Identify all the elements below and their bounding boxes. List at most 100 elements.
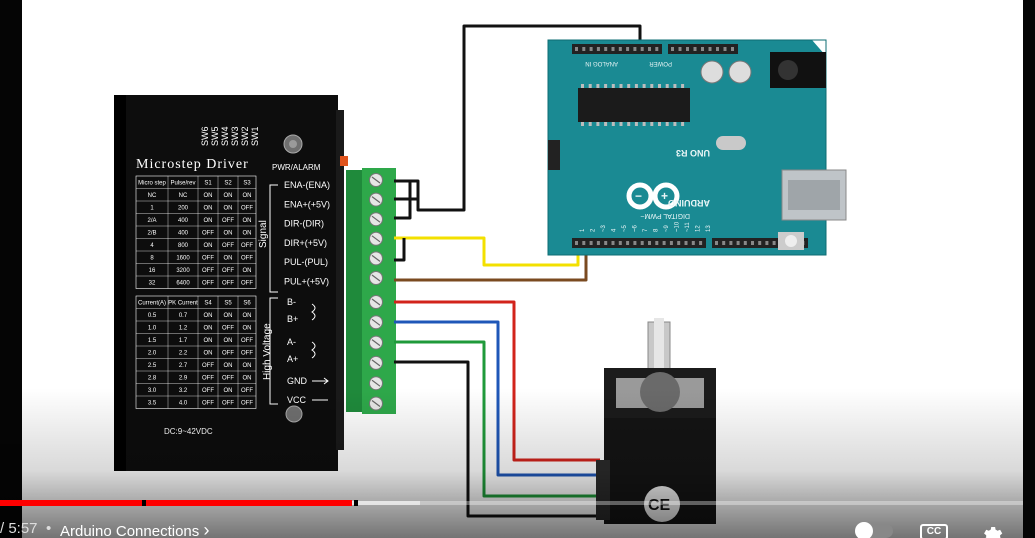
table-cell: 3200: [176, 268, 190, 274]
table-cell: 3.5: [148, 401, 157, 407]
table-cell: S6: [243, 301, 251, 307]
table-cell: 0.5: [148, 313, 157, 319]
wire-yellow-dir-plus: [394, 236, 580, 267]
table-cell: ON: [243, 193, 252, 199]
table-cell: ON: [204, 338, 213, 344]
table-cell: PK Current: [168, 301, 198, 307]
table-cell: ON: [243, 218, 252, 224]
table-cell: OFF: [202, 401, 214, 407]
toggle-knob: [855, 522, 873, 538]
table-cell: 8: [150, 256, 154, 262]
chapter-title-button[interactable]: Arduino Connections ›: [60, 520, 209, 538]
table-cell: 4.0: [179, 401, 188, 407]
switch-label: SW3: [230, 126, 240, 146]
signal-terminal-label: PUL-(PUL): [284, 257, 328, 267]
table-cell: OFF: [222, 243, 234, 249]
table-cell: ON: [224, 338, 233, 344]
table-cell: ON: [224, 256, 233, 262]
wire-black-pul: [394, 238, 406, 262]
driver-title: Microstep Driver: [136, 157, 249, 172]
signal-terminal-label: DIR-(DIR): [284, 219, 324, 229]
player-controls: / 5:57 • Arduino Connections › CC: [0, 518, 1035, 538]
pwr-alarm-label: PWR/ALARM: [272, 163, 321, 172]
microstep-driver: Microstep Driver SW6 SW5 SW4 SW3 SW2 SW1…: [114, 95, 348, 471]
table-cell: OFF: [241, 281, 253, 287]
table-cell: ON: [204, 351, 213, 357]
table-cell: S1: [204, 181, 212, 187]
table-cell: S3: [243, 181, 251, 187]
signal-terminal-label: DIR+(+5V): [284, 238, 327, 248]
digital-label: DIGITAL PWM~: [640, 212, 690, 219]
table-cell: 2.5: [148, 363, 157, 369]
pin-number-label: ~10: [675, 221, 681, 232]
table-cell: ON: [243, 231, 252, 237]
table-cell: OFF: [222, 268, 234, 274]
wire-blue-b-plus: [394, 320, 600, 477]
power-terminal-label: B+: [287, 314, 298, 324]
pin-number-label: 7: [643, 228, 649, 232]
table-cell: OFF: [241, 388, 253, 394]
wire-black-dir: [394, 199, 412, 220]
table-cell: OFF: [222, 351, 234, 357]
table-cell: OFF: [202, 376, 214, 382]
played-range: [0, 500, 352, 506]
table-cell: 6400: [176, 281, 190, 287]
table-cell: 2.8: [148, 376, 157, 382]
svg-text:−: −: [635, 189, 642, 203]
table-cell: S5: [224, 301, 232, 307]
table-cell: Pulse/rev: [170, 181, 195, 187]
chapter-title: Arduino Connections: [60, 523, 200, 538]
terminal-block-power: [346, 292, 396, 414]
power-terminal-label: A+: [287, 354, 298, 364]
power-terminal-label: A-: [287, 337, 296, 347]
table-cell: ON: [224, 206, 233, 212]
table-cell: OFF: [222, 376, 234, 382]
chapter-gap: [354, 500, 358, 506]
capacitor: [700, 60, 724, 84]
table-cell: 3.2: [179, 388, 188, 394]
table-cell: ON: [243, 363, 252, 369]
table-cell: ON: [224, 193, 233, 199]
signal-terminal-labels: ENA-(ENA)ENA+(+5V)DIR-(DIR)DIR+(+5V)PUL-…: [284, 180, 330, 287]
table-cell: 16: [149, 268, 156, 274]
table-cell: 4: [150, 243, 154, 249]
table-cell: S4: [204, 301, 212, 307]
terminal-block-signal: [346, 168, 396, 292]
subtitles-button[interactable]: CC: [920, 524, 948, 538]
table-cell: OFF: [222, 218, 234, 224]
table-cell: OFF: [202, 281, 214, 287]
table-cell: Current(A): [138, 301, 166, 307]
signal-label: Signal: [258, 220, 269, 248]
signal-terminal-label: ENA-(ENA): [284, 180, 330, 190]
table-cell: 1.2: [179, 326, 188, 332]
progress-bar[interactable]: [0, 500, 1035, 506]
table-cell: ON: [204, 218, 213, 224]
table-cell: 2/A: [147, 218, 156, 224]
autoplay-toggle[interactable]: [855, 522, 893, 538]
table-cell: 0.7: [179, 313, 188, 319]
chevron-right-icon: ›: [203, 520, 210, 538]
switch-label: SW5: [210, 126, 220, 146]
table-cell: ON: [224, 231, 233, 237]
arduino-logo: [626, 182, 680, 210]
switch-label: SW6: [200, 126, 210, 146]
table-cell: OFF: [241, 256, 253, 262]
chapter-segment[interactable]: [358, 501, 1035, 505]
table-cell: OFF: [241, 401, 253, 407]
table-cell: 400: [178, 218, 189, 224]
power-label: POWER: [649, 60, 672, 66]
time-display: / 5:57: [0, 520, 38, 537]
switch-label: SW2: [240, 126, 250, 146]
table-cell: 400: [178, 231, 189, 237]
settings-gear-icon[interactable]: [978, 521, 1004, 538]
switch-label: SW4: [220, 126, 230, 146]
pin-number-label: ~11: [685, 222, 691, 232]
table-cell: OFF: [241, 243, 253, 249]
power-terminal-label: VCC: [287, 395, 307, 405]
table-cell: OFF: [202, 363, 214, 369]
pin-number-label: 13: [706, 225, 712, 232]
capacitor: [728, 60, 752, 84]
pin-number-label: ~5: [622, 224, 628, 232]
